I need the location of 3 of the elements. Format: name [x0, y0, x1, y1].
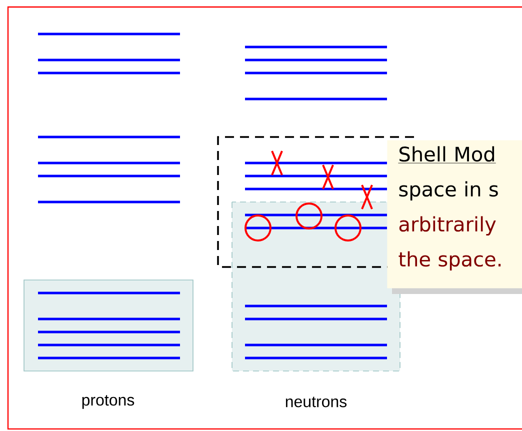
callout-box: Shell Mod space in s arbitrarily the space. — [387, 140, 522, 288]
axis-label: neutrons — [286, 396, 347, 408]
axis-label: protons — [82, 395, 134, 409]
